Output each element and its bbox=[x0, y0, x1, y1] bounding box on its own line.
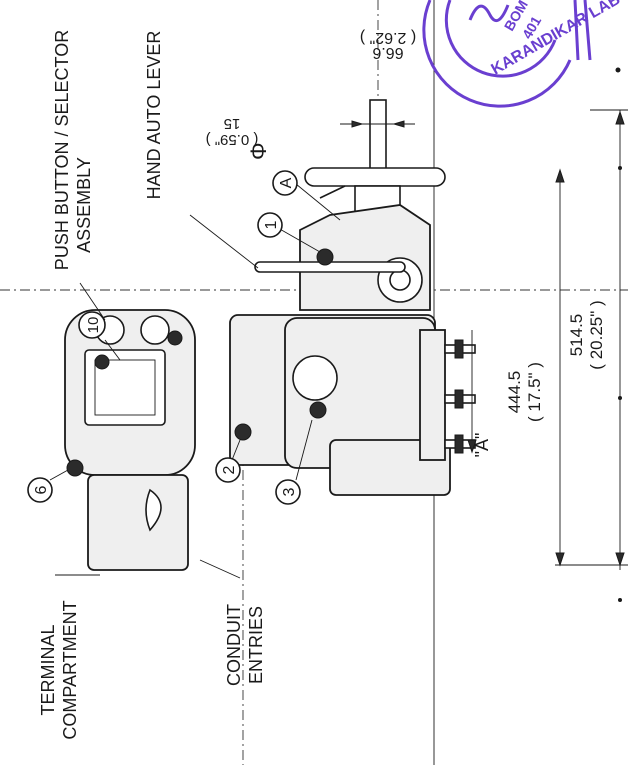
callout-1-label: 1 bbox=[263, 220, 280, 229]
stem-dimension: ( 0.59" ) 15 bbox=[206, 115, 259, 148]
overall-dimension-mm: 514.5 bbox=[567, 314, 586, 357]
callout-1: 1 bbox=[257, 212, 321, 253]
height-dimension-mm: 444.5 bbox=[505, 371, 524, 414]
terminal-label: TERMINAL bbox=[38, 624, 58, 715]
conduit-label: CONDUIT bbox=[224, 604, 244, 686]
entries-label: ENTRIES bbox=[246, 606, 266, 684]
stamp-inner-ring bbox=[444, 0, 557, 78]
actuator-body bbox=[229, 314, 476, 496]
assembly-label: ASSEMBLY bbox=[74, 157, 94, 253]
callout-6: 6 bbox=[27, 469, 69, 503]
conduit-entry bbox=[145, 488, 162, 532]
hand-auto-leader bbox=[189, 214, 259, 269]
gearbox bbox=[189, 204, 431, 311]
overall-dimension: 514.5 ( 20.25" ) bbox=[555, 109, 628, 570]
callout-10: 10 bbox=[78, 311, 121, 361]
fastener-10 bbox=[94, 354, 110, 370]
stamp-outer-ring bbox=[422, 0, 572, 108]
stamp-signature bbox=[468, 4, 510, 23]
top-dimension: 66.6 ( 2.62" ) bbox=[360, 29, 416, 61]
inspection-window bbox=[292, 355, 338, 401]
handwheel-rim bbox=[304, 167, 446, 187]
stem-dimension-mm: 15 bbox=[224, 115, 241, 132]
display-inner bbox=[94, 359, 156, 416]
fastener-6 bbox=[66, 459, 84, 477]
callout-2: 2 bbox=[215, 439, 241, 483]
height-dimension: 444.5 ( 17.5" ) "A" bbox=[467, 330, 544, 458]
callout-6-label: 6 bbox=[33, 485, 50, 494]
callout-2-label: 2 bbox=[221, 465, 238, 474]
declutch-boss-inner bbox=[389, 269, 411, 291]
callout-3: 3 bbox=[275, 419, 313, 505]
stem-arrow-right bbox=[392, 120, 405, 128]
stem-diameter-symbol: Φ bbox=[246, 142, 271, 160]
mounting-flange bbox=[419, 329, 446, 461]
approval-stamp: KARANDIKAR LABO BOM 401 bbox=[422, 0, 628, 108]
mounting-studs bbox=[444, 339, 476, 454]
fastener-3 bbox=[309, 401, 327, 419]
callout-3-label: 3 bbox=[281, 487, 298, 496]
compartment-label: COMPARTMENT bbox=[60, 600, 80, 739]
selector-knob bbox=[167, 330, 183, 346]
fastener-1 bbox=[316, 248, 334, 266]
callout-A: A bbox=[272, 170, 341, 221]
conduit-leader bbox=[199, 559, 241, 579]
top-dimension-in: ( 2.62" ) bbox=[360, 29, 416, 46]
control-housing bbox=[64, 282, 196, 476]
stamp-edge-mark bbox=[573, 0, 592, 61]
view-a-label: "A" bbox=[472, 433, 492, 458]
callout-A-label: A bbox=[278, 177, 295, 188]
handwheel bbox=[304, 167, 446, 215]
overall-dimension-in: ( 20.25" ) bbox=[587, 300, 606, 369]
terminal-box bbox=[87, 474, 189, 571]
push-button-leader bbox=[79, 282, 106, 321]
push-button-2 bbox=[140, 315, 170, 345]
callout-10-label: 10 bbox=[85, 317, 102, 334]
top-dimension-mm: 66.6 bbox=[372, 44, 403, 61]
right-edge-marks bbox=[615, 67, 622, 602]
hand-auto-lever-label: HAND AUTO LEVER bbox=[144, 31, 164, 200]
fastener-2 bbox=[234, 423, 252, 441]
terminal-compartment bbox=[55, 474, 241, 579]
handwheel-spoke bbox=[319, 185, 346, 199]
height-dimension-in: ( 17.5" ) bbox=[525, 362, 544, 422]
fasteners bbox=[66, 248, 334, 477]
stem-dimension-in: ( 0.59" ) bbox=[206, 131, 259, 148]
stem-arrow-left bbox=[351, 120, 364, 128]
push-button-label: PUSH BUTTON / SELECTOR bbox=[52, 30, 72, 270]
